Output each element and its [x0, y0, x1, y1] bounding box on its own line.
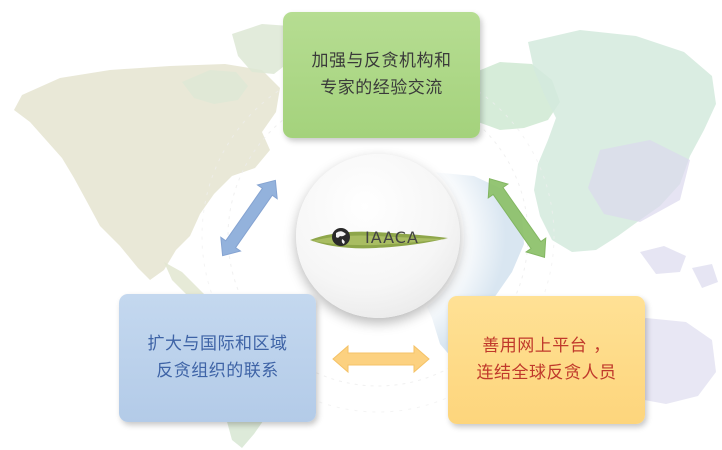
box-top-line-2: 专家的经验交流 — [320, 78, 443, 98]
continent-europe — [464, 62, 560, 130]
box-top-line-1: 加强与反贪机构和 — [311, 51, 452, 71]
double-arrow-left-top — [220, 179, 278, 257]
continent-north-america — [14, 64, 280, 280]
box-exchange-experience: 加强与反贪机构和 专家的经验交流 — [283, 12, 480, 138]
double-arrow-top-right — [487, 178, 547, 258]
box-expand-links: 扩大与国际和区域 反贪组织的联系 — [119, 294, 316, 422]
box-right-line-1: 善用网上平台 ， — [482, 336, 611, 356]
box-online-platform: 善用网上平台 ， 连结全球反贪人员 — [448, 296, 645, 424]
box-left-line-2: 反贪组织的联系 — [156, 361, 279, 381]
iaaca-emblem-icon — [310, 228, 448, 249]
double-arrow-left-right — [332, 344, 430, 374]
box-expand-links-text: 扩大与国际和区域 反贪组织的联系 — [148, 331, 288, 385]
box-left-line-1: 扩大与国际和区域 — [147, 334, 288, 354]
box-right-line-2: 连结全球反贪人员 — [476, 363, 617, 383]
continent-asia — [528, 30, 716, 252]
logo-text: IAACA — [365, 228, 419, 247]
box-exchange-experience-text: 加强与反贪机构和 专家的经验交流 — [312, 48, 452, 102]
box-online-platform-text: 善用网上平台 ， 连结全球反贪人员 — [477, 333, 617, 387]
